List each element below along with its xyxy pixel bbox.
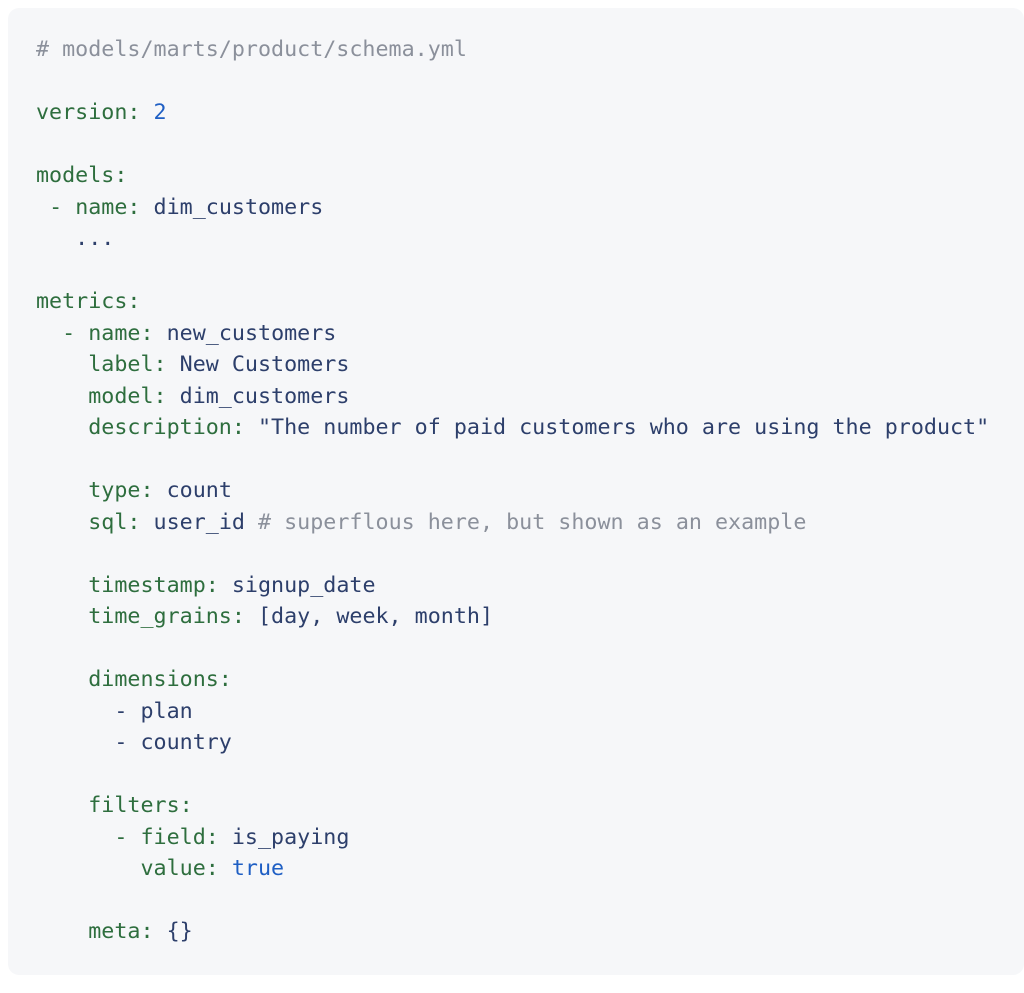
code-line-filter-field: - field: is_paying (36, 822, 1024, 854)
models-key: models: (36, 163, 128, 188)
code-line-metrics-time-grains: time_grains: [day, week, month] (36, 601, 1024, 633)
metrics-sql-key: sql: (88, 509, 141, 535)
code-line-models-name: - name: dim_customers (36, 192, 1024, 224)
metrics-time-grains-key: time_grains: (88, 604, 245, 629)
metrics-sql-value: user_id (153, 509, 245, 535)
metrics-filters-key: filters: (88, 793, 193, 818)
code-line-metrics-label: label: New Customers (36, 349, 1024, 381)
code-line-blank-1 (36, 66, 1024, 98)
code-line-version: version: 2 (36, 97, 1024, 129)
metrics-key: metrics: (36, 289, 141, 314)
code-line-blank-3 (36, 255, 1024, 287)
models-name-value: dim_customers (153, 194, 324, 220)
code-line-metrics-meta: meta: {} (36, 916, 1024, 948)
code-line-metrics-dimensions-key: dimensions: (36, 664, 1024, 696)
dimension-item-dash: - (114, 730, 128, 755)
code-line-blank-4 (36, 444, 1024, 476)
yaml-code[interactable]: # models/marts/product/schema.yml versio… (8, 34, 1024, 948)
metrics-description-key: description: (88, 415, 245, 440)
dimension-item-dash: - (114, 698, 128, 724)
code-block-card: # models/marts/product/schema.yml versio… (8, 8, 1024, 975)
dimension-plan-value: plan (140, 698, 193, 724)
code-line-metrics-model: model: dim_customers (36, 381, 1024, 413)
metrics-name-key: name: (88, 320, 154, 346)
code-line-metrics-sql: sql: user_id # superflous here, but show… (36, 507, 1024, 539)
code-line-metrics-filters-key: filters: (36, 790, 1024, 822)
metrics-label-key: label: (88, 352, 167, 377)
metrics-sql-inline-comment: # superflous here, but shown as an examp… (258, 509, 807, 535)
metrics-meta-value: {} (166, 919, 193, 944)
code-line-file-comment: # models/marts/product/schema.yml (36, 34, 1024, 66)
models-ellipsis: ... (75, 226, 115, 251)
version-key: version: (36, 100, 141, 125)
code-line-metrics-name: - name: new_customers (36, 318, 1024, 350)
version-value: 2 (153, 100, 167, 125)
metrics-meta-key: meta: (88, 919, 154, 944)
code-line-blank-2 (36, 129, 1024, 161)
metrics-description-value: "The number of paid customers who are us… (257, 415, 990, 440)
metrics-dimensions-key: dimensions: (88, 667, 232, 692)
file-path-comment: # models/marts/product/schema.yml (36, 37, 467, 62)
metrics-label-value: New Customers (179, 352, 350, 377)
code-line-metrics-type: type: count (36, 475, 1024, 507)
code-line-blank-6 (36, 633, 1024, 665)
metrics-type-value: count (166, 478, 232, 503)
metrics-time-grains-value: [day, week, month] (257, 604, 494, 629)
code-line-models-key: models: (36, 160, 1024, 192)
metrics-timestamp-value: signup_date (231, 572, 376, 598)
code-line-metrics-timestamp: timestamp: signup_date (36, 570, 1024, 602)
dimension-country-value: country (140, 730, 232, 755)
code-line-dimension-plan: - plan (36, 696, 1024, 728)
filter-value-boolean: true (231, 856, 285, 881)
models-name-key: name: (75, 194, 141, 220)
code-line-blank-8 (36, 885, 1024, 917)
metrics-type-key: type: (88, 478, 154, 503)
code-line-filter-value: value: true (36, 853, 1024, 885)
metrics-model-key: model: (88, 383, 167, 409)
code-line-models-ellipsis: ... (36, 223, 1024, 255)
metrics-item-dash: - (62, 320, 76, 346)
code-line-dimension-country: - country (36, 727, 1024, 759)
filter-item-dash: - (114, 824, 128, 850)
metrics-model-value: dim_customers (179, 383, 350, 409)
code-line-metrics-description: description: "The number of paid custome… (36, 412, 1024, 444)
metrics-timestamp-key: timestamp: (88, 572, 219, 598)
filter-value-key: value: (140, 856, 219, 881)
code-line-blank-5 (36, 538, 1024, 570)
metrics-name-value: new_customers (166, 320, 337, 346)
filter-field-value: is_paying (231, 824, 350, 850)
models-item-dash: - (49, 194, 63, 220)
code-line-blank-7 (36, 759, 1024, 791)
code-line-metrics-key: metrics: (36, 286, 1024, 318)
filter-field-key: field: (140, 824, 219, 850)
